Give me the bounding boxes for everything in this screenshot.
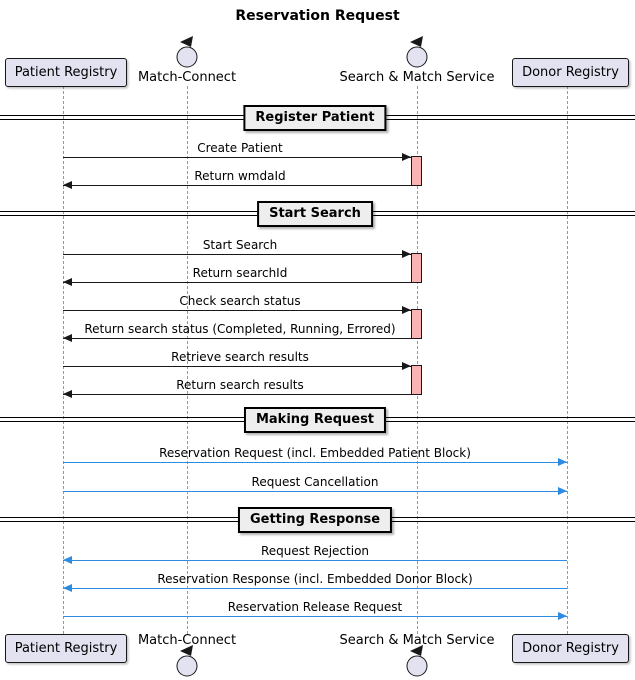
lifeline-search-match-service	[417, 86, 418, 634]
participant-donor-registry-top: Donor Registry	[512, 58, 629, 87]
arrowhead-left-icon	[63, 390, 72, 398]
lifeline-match-connect	[187, 86, 188, 634]
message-arrow	[63, 310, 411, 311]
activation-bar	[411, 156, 422, 186]
participant-patient-registry-top: Patient Registry	[5, 58, 127, 87]
participant-label: Patient Registry	[14, 641, 118, 656]
arrowhead-right-icon	[402, 306, 411, 314]
message-label: Reservation Response (incl. Embedded Don…	[157, 572, 473, 586]
control-icon	[175, 36, 199, 68]
participant-search-match-service-top: Search & Match Service	[339, 70, 495, 85]
control-icon	[175, 645, 199, 677]
message-arrow	[63, 394, 411, 395]
arrowhead-right-icon	[558, 612, 567, 620]
activation-bar	[411, 365, 422, 395]
participant-match-connect-bottom: Match-Connect	[137, 633, 237, 648]
message-arrow	[63, 462, 567, 463]
divider-start-search: Start Search	[257, 201, 373, 227]
message-label: Reservation Release Request	[227, 600, 403, 614]
message-label: Return searchId	[192, 266, 288, 280]
message-arrow	[63, 157, 411, 158]
message-label: Request Cancellation	[251, 475, 379, 489]
lifeline-patient-registry	[63, 86, 64, 634]
message-arrow	[63, 254, 411, 255]
arrowhead-right-icon	[558, 487, 567, 495]
arrowhead-left-icon	[63, 334, 72, 342]
lifeline-donor-registry	[567, 86, 568, 634]
diagram-title: Reservation Request	[235, 8, 400, 24]
message-arrow	[63, 185, 411, 186]
participant-label: Donor Registry	[522, 65, 619, 80]
control-icon	[405, 645, 429, 677]
control-icon	[405, 36, 429, 68]
message-label: Check search status	[179, 294, 301, 308]
divider-getting-response: Getting Response	[237, 507, 393, 533]
participant-label: Donor Registry	[522, 641, 619, 656]
message-arrow	[63, 616, 567, 617]
message-arrow	[63, 366, 411, 367]
participant-match-connect-top: Match-Connect	[137, 70, 237, 85]
message-arrow	[63, 491, 567, 492]
arrowhead-left-icon	[63, 278, 72, 286]
arrowhead-right-icon	[402, 153, 411, 161]
message-label: Retrieve search results	[171, 350, 309, 364]
activation-bar	[411, 309, 422, 339]
arrowhead-right-icon	[558, 458, 567, 466]
arrowhead-left-icon	[63, 556, 72, 564]
divider-register-patient: Register Patient	[243, 105, 387, 131]
message-label: Return wmdaId	[194, 169, 286, 183]
arrowhead-left-icon	[63, 181, 72, 189]
message-label: Create Patient	[197, 141, 283, 155]
message-label: Return search status (Completed, Running…	[84, 322, 396, 336]
message-arrow	[63, 588, 567, 589]
participant-search-match-service-bottom: Search & Match Service	[339, 633, 495, 648]
arrowhead-left-icon	[63, 584, 72, 592]
participant-patient-registry-bottom: Patient Registry	[5, 634, 127, 663]
message-label: Return search results	[176, 378, 304, 392]
activation-bar	[411, 253, 422, 283]
message-arrow	[63, 560, 567, 561]
message-label: Start Search	[202, 238, 278, 252]
message-label: Reservation Request (incl. Embedded Pati…	[159, 446, 471, 460]
message-arrow	[63, 338, 411, 339]
arrowhead-right-icon	[402, 250, 411, 258]
participant-label: Patient Registry	[14, 65, 118, 80]
arrowhead-right-icon	[402, 362, 411, 370]
message-arrow	[63, 282, 411, 283]
message-label: Request Rejection	[260, 544, 370, 558]
divider-making-request: Making Request	[243, 407, 387, 433]
participant-donor-registry-bottom: Donor Registry	[512, 634, 629, 663]
